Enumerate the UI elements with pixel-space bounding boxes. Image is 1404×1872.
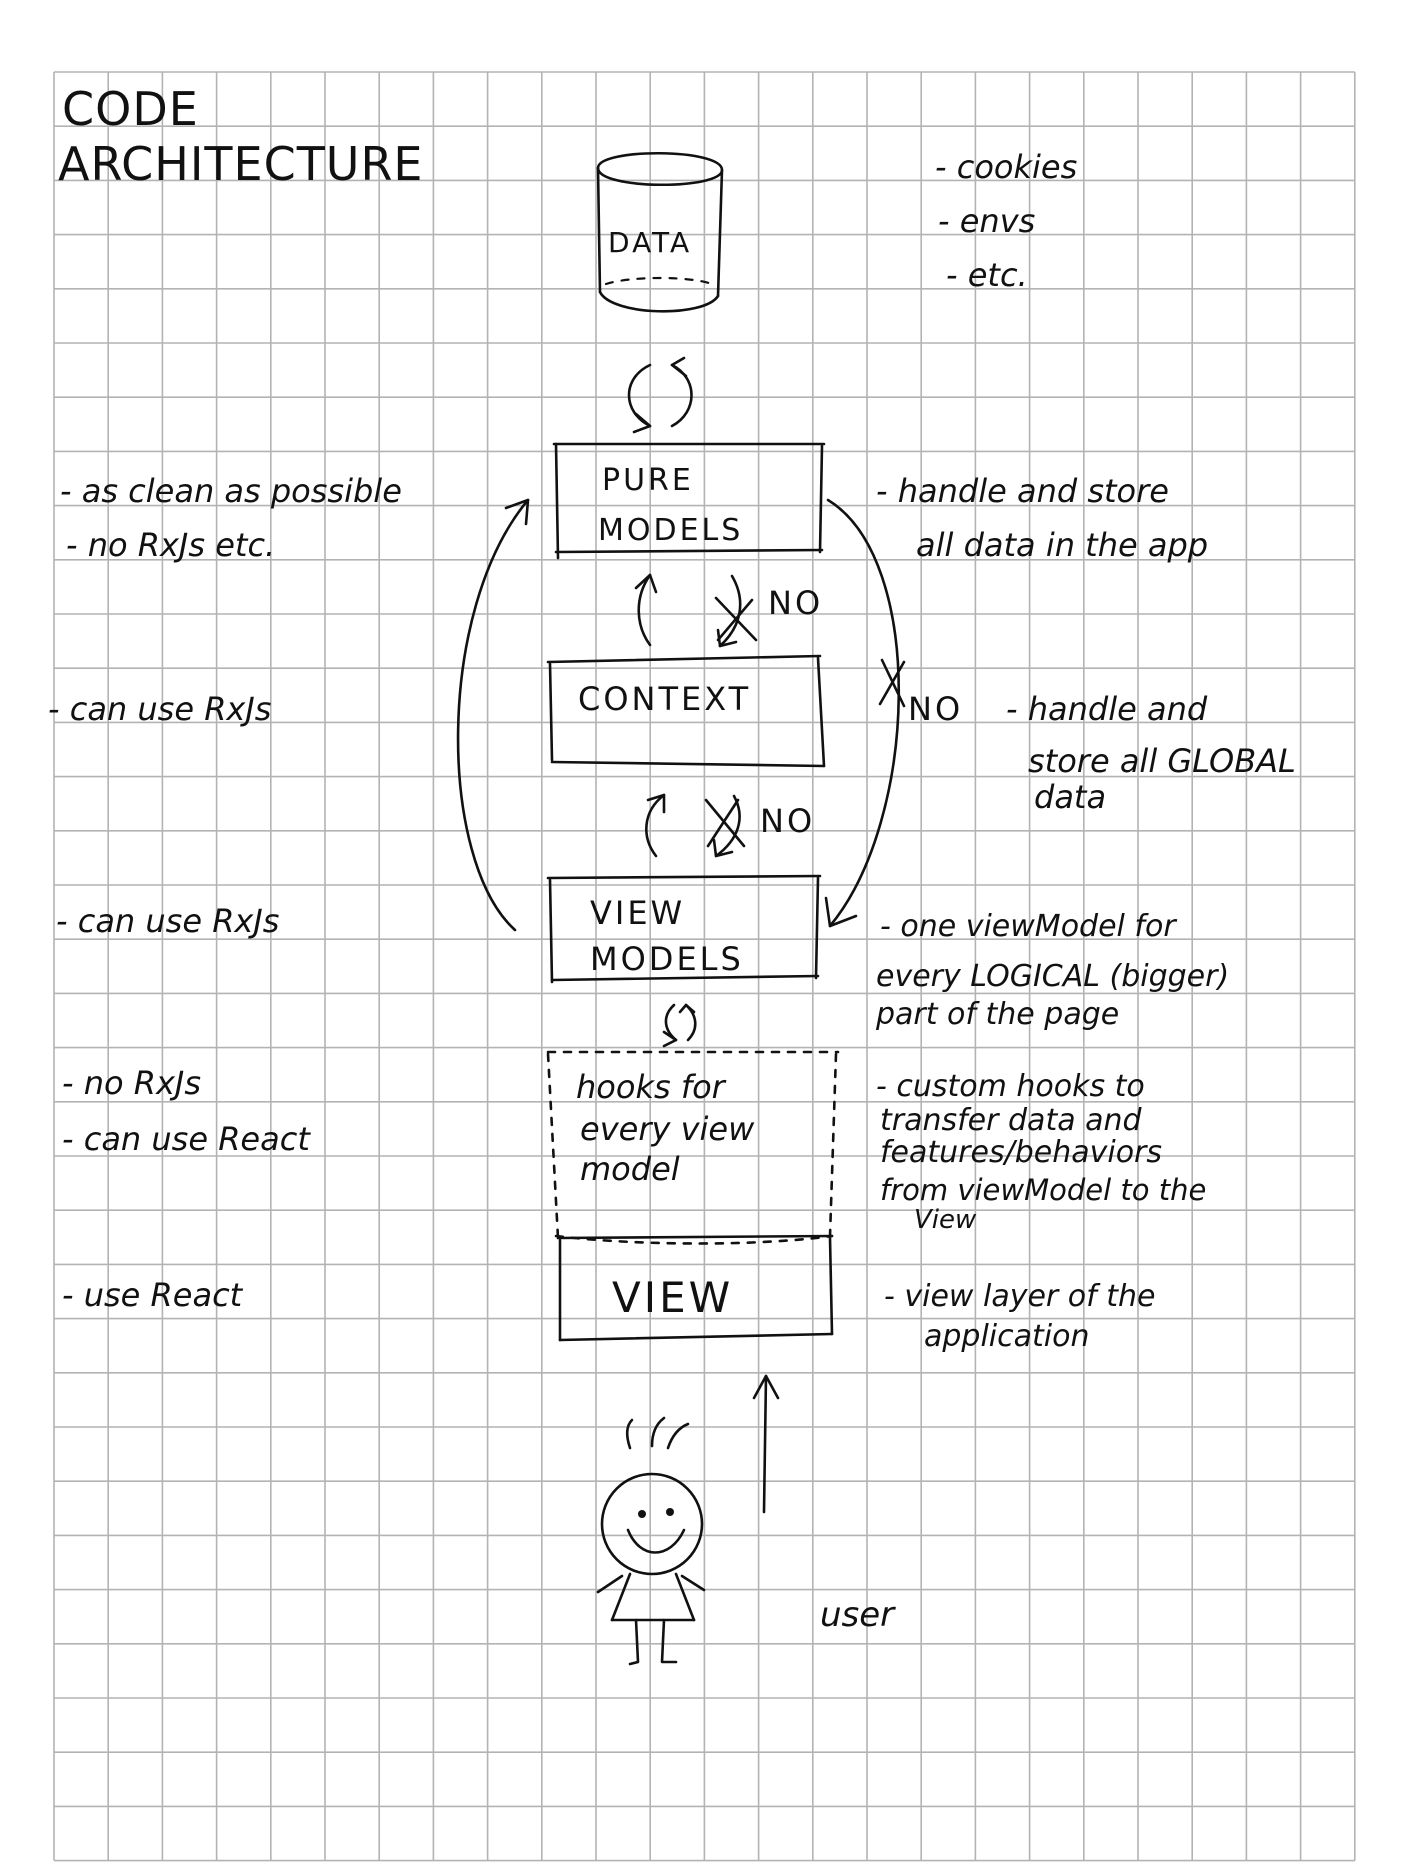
view-models-hooks-bidirectional-arrow [662, 1003, 697, 1048]
hooks-label-line1: hooks for [576, 1068, 727, 1106]
right-note-hooks-4: from viewModel to the [880, 1173, 1206, 1207]
left-note-view-models-1: - can use RxJs [56, 902, 279, 940]
left-note-context-1: - can use RxJs [48, 690, 271, 728]
data-note-envs: - envs [938, 202, 1035, 240]
pure-models-label-line1: PURE [602, 463, 694, 498]
pure-models-to-context-blocked-arrow [714, 574, 758, 648]
user-figure [596, 1416, 706, 1666]
view-models-to-pure-models-arrow [456, 498, 530, 932]
grid-paper [53, 71, 1356, 1862]
right-note-view-models-3: part of the page [875, 997, 1119, 1032]
no-label-context-to-pure: NO [768, 584, 823, 622]
context-to-view-models-blocked-arrow [704, 794, 746, 858]
page-title-line2: ARCHITECTURE [58, 137, 424, 191]
right-note-hooks-5: View [914, 1205, 977, 1235]
data-label: DATA [608, 226, 692, 259]
view-models-label-line1: VIEW [590, 894, 685, 932]
right-note-view-1: - view layer of the [884, 1279, 1155, 1314]
right-note-hooks-1: - custom hooks to [876, 1069, 1145, 1104]
view-models-label-line2: MODELS [590, 940, 744, 978]
view-models-box: VIEW MODELS [546, 874, 822, 984]
view-models-to-context-arrow [645, 793, 666, 858]
right-note-view-models-2: every LOGICAL (bigger) [876, 959, 1229, 994]
context-label: CONTEXT [578, 680, 751, 718]
view-label: VIEW [612, 1273, 733, 1322]
page-title-line1: CODE [62, 82, 199, 136]
left-note-hooks-2: - can use React [62, 1120, 311, 1158]
hooks-label-line3: model [580, 1150, 680, 1188]
user-to-view-arrow [752, 1374, 780, 1514]
right-note-view-models-1: - one viewModel for [880, 909, 1177, 944]
hooks-dashed-box: hooks for every view model [546, 1050, 840, 1245]
right-note-context-3: data [1034, 778, 1106, 816]
right-note-hooks-2: transfer data and [880, 1103, 1143, 1138]
pure-models-box: PURE MODELS [552, 442, 826, 560]
user-label: user [820, 1595, 896, 1635]
data-note-cookies: - cookies [935, 148, 1077, 186]
context-to-pure-models-arrow [634, 573, 658, 647]
left-note-pure-models-1: - as clean as possible [60, 472, 402, 510]
right-note-context-1: - handle and [1006, 690, 1208, 728]
data-note-etc: - etc. [946, 256, 1028, 294]
right-note-hooks-3: features/behaviors [880, 1135, 1162, 1170]
data-pure-models-bidirectional-arrow [627, 356, 693, 434]
no-label-pure-to-view-models: NO [908, 690, 963, 728]
left-note-view-1: - use React [62, 1276, 244, 1314]
right-note-context-2: store all GLOBAL [1028, 742, 1296, 780]
context-box: CONTEXT [546, 654, 826, 768]
right-note-pure-models-2: all data in the app [916, 526, 1208, 564]
pure-models-label-line2: MODELS [598, 513, 743, 548]
right-note-view-2: application [924, 1319, 1089, 1354]
pure-models-to-view-models-blocked-arrow [824, 498, 906, 928]
right-note-pure-models-1: - handle and store [876, 472, 1169, 510]
left-note-pure-models-2: - no RxJs etc. [66, 526, 275, 564]
no-label-view-models-to-context: NO [760, 802, 815, 840]
hooks-label-line2: every view [580, 1110, 755, 1148]
view-box: VIEW [556, 1234, 834, 1342]
data-cylinder: DATA [596, 151, 724, 313]
left-note-hooks-1: - no RxJs [62, 1064, 201, 1102]
